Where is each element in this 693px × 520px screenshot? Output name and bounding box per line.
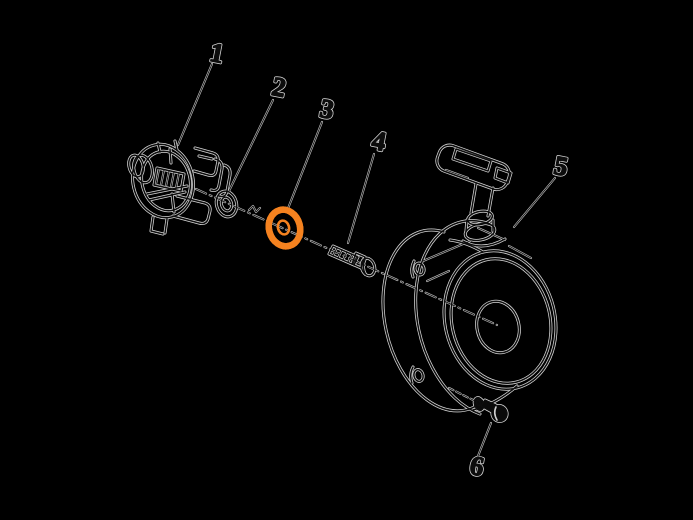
parts-diagram-viewport: 1 2 3 4 5 6 <box>0 0 693 520</box>
parts-diagram-canvas: 1 2 3 4 5 6 <box>0 0 693 520</box>
diagram-background <box>0 0 693 520</box>
